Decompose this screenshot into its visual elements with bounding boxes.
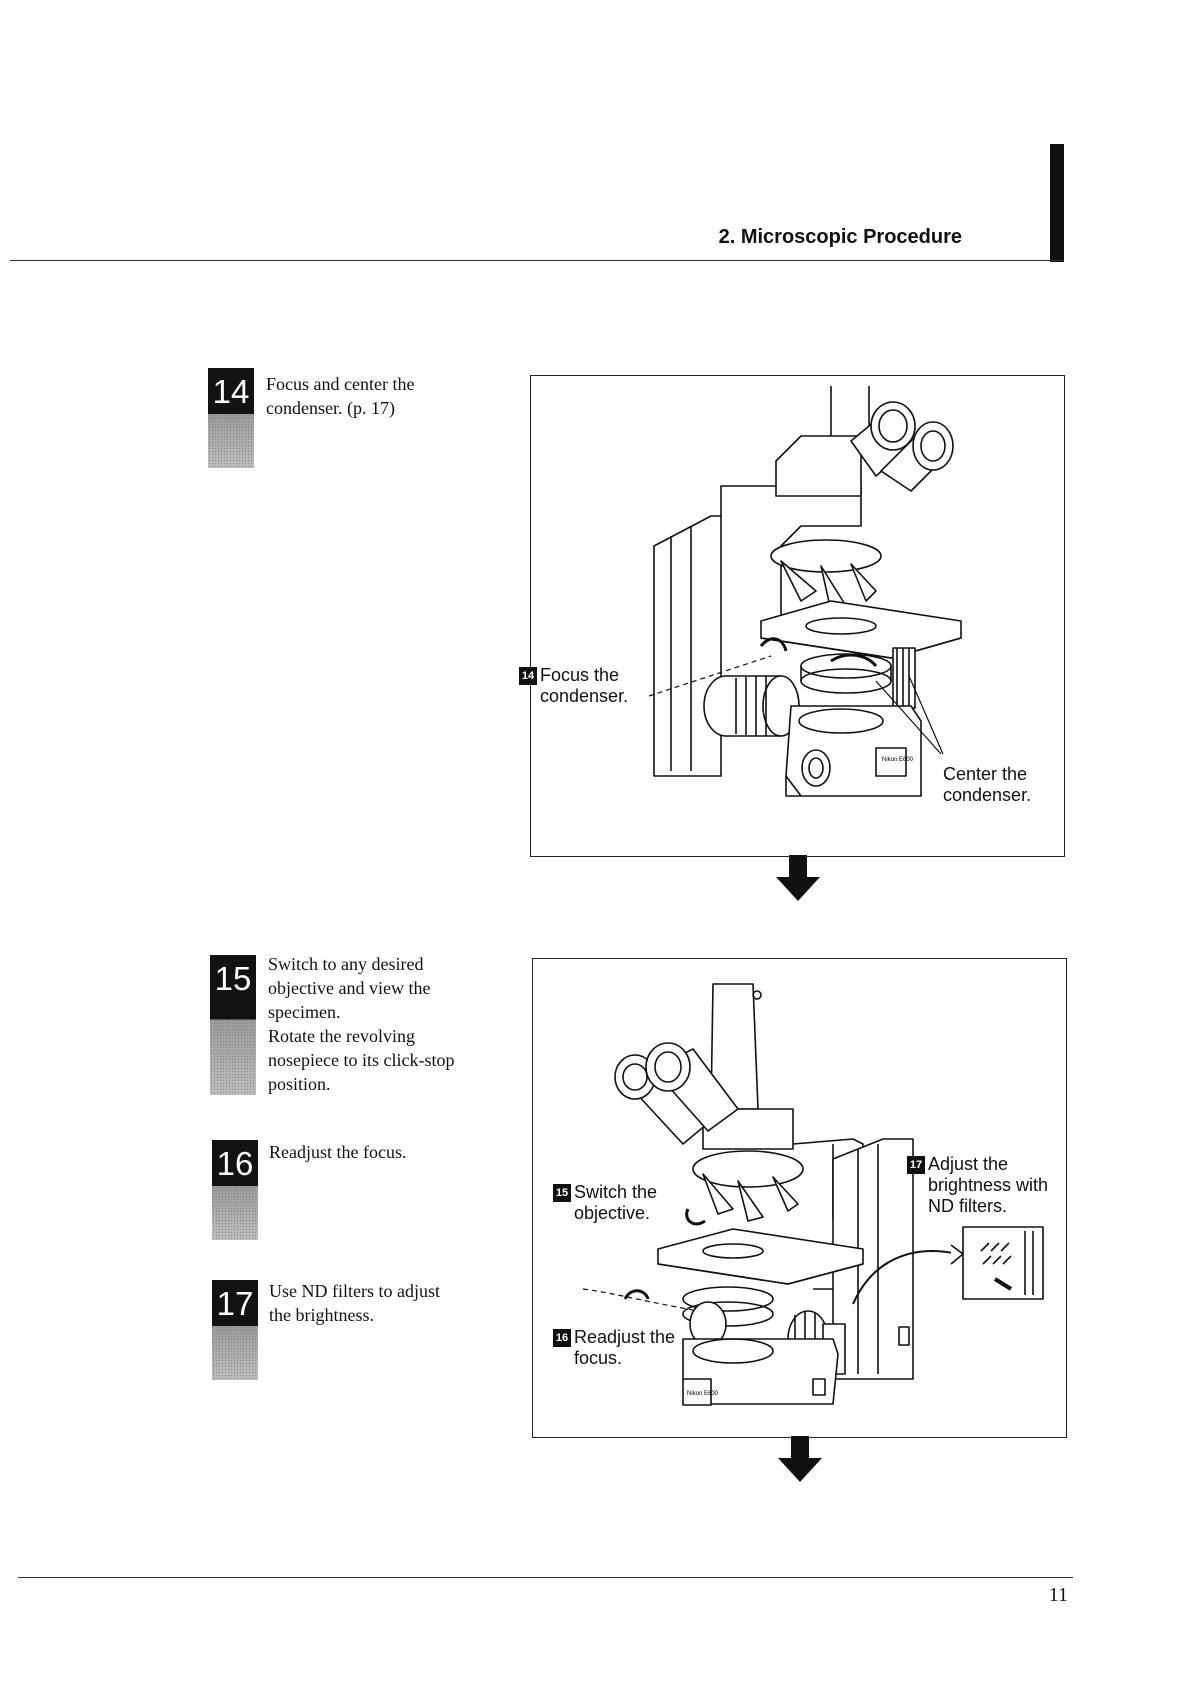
callout-text-brightness: Adjust the brightness with ND filters. (928, 1154, 1049, 1216)
callout-text-switch: Switch the objective. (574, 1182, 658, 1223)
callout-adjust-brightness: 17 Adjust the brightness with ND filters… (907, 1154, 1048, 1217)
callout-text-focus: Focus the condenser. (540, 665, 629, 706)
step-number-16: 16 (216, 1145, 254, 1182)
step-number-15: 15 (214, 960, 252, 997)
microscope-illustration-1: Nikon E600 (648, 386, 962, 797)
callout-text-center: Center the condenser. (943, 764, 1032, 805)
callout-badge-14: 14 (519, 667, 537, 685)
callout-text-focus: Readjust the focus. (574, 1327, 676, 1368)
section-title: 2. Microscopic Procedure (718, 226, 962, 248)
step-number-17: 17 (216, 1285, 254, 1322)
step-badge-17: 17 (212, 1280, 258, 1380)
figure-condenser: Nikon E600 14 Focus the condenser. Cente… (519, 375, 1065, 857)
nikon-logo-label-2: Nikon E600 (687, 1391, 719, 1397)
step-number-14: 14 (212, 373, 250, 410)
step-badge-14: 14 (208, 368, 254, 468)
step-badge-16: 16 (212, 1140, 258, 1240)
callout-badge-15: 15 (553, 1184, 571, 1202)
figure-objective-focus-nd: Nikon E600 15 Switch the objective. 17 A… (532, 958, 1067, 1438)
footer-divider (18, 1577, 1073, 1578)
microscope-illustration-2: Nikon E600 (582, 983, 1044, 1406)
callout-badge-16: 16 (553, 1329, 571, 1347)
page-number: 11 (1048, 1584, 1068, 1606)
callout-badge-17: 17 (907, 1156, 925, 1174)
next-step-arrow-1 (776, 855, 820, 901)
step-text-15: Switch to any desired objective and view… (268, 954, 455, 1094)
step-text-16: Readjust the focus. (269, 1142, 407, 1162)
callout-readjust-focus: 16 Readjust the focus. (553, 1327, 675, 1369)
step-badge-15: 15 (210, 955, 256, 1095)
step-text-17: Use ND filters to adjust the brightness. (269, 1281, 440, 1325)
callout-center-condenser: Center the condenser. (943, 764, 1031, 806)
next-step-arrow-2 (778, 1436, 822, 1482)
callout-focus-condenser: 14 Focus the condenser. (519, 665, 628, 707)
header-divider (10, 260, 1064, 261)
section-tab-marker (1050, 144, 1064, 262)
callout-switch-objective: 15 Switch the objective. (553, 1182, 657, 1224)
step-text-14: Focus and center the condenser. (p. 17) (266, 374, 415, 418)
nikon-logo-label: Nikon E600 (882, 757, 914, 763)
